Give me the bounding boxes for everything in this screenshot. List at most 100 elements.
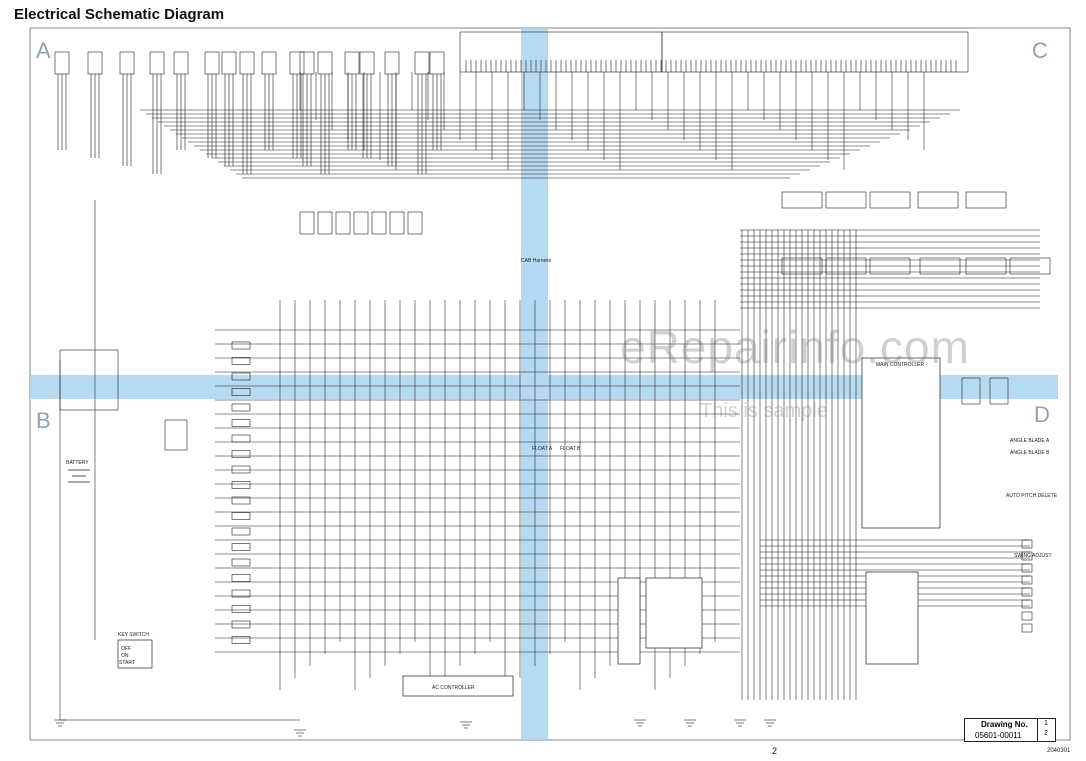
relay — [231, 496, 251, 505]
key-position-off: OFF — [121, 646, 131, 652]
connector-block — [919, 257, 961, 275]
page-number: 2 — [772, 746, 778, 756]
key-position-start: START — [119, 660, 135, 666]
top-connector — [173, 51, 189, 75]
battery-symbol — [68, 469, 90, 483]
top-connector — [261, 51, 277, 75]
sub-controller — [865, 571, 919, 665]
watermark: eRepairinfo.com — [620, 321, 970, 373]
relay-socket — [353, 211, 369, 235]
relay — [231, 450, 251, 458]
relay-socket — [389, 211, 405, 235]
connector-block — [825, 257, 867, 275]
top-connector — [359, 51, 375, 75]
top-connector — [119, 51, 135, 75]
connector-block — [1009, 257, 1051, 275]
top-connector — [344, 51, 360, 75]
ground-symbols — [54, 719, 776, 737]
relay-socket — [407, 211, 423, 235]
angle-blade-b-label: ANGLE BLADE B — [1010, 450, 1050, 456]
relay — [231, 465, 251, 474]
key-switch-box — [117, 639, 153, 669]
relay — [231, 341, 251, 350]
battery-label: BATTERY — [66, 460, 89, 466]
relay-socket — [317, 211, 333, 235]
relay-column — [59, 211, 423, 644]
top-connector — [204, 51, 220, 75]
top-connector — [414, 51, 430, 75]
float-a-label: FLOAT A — [532, 446, 553, 452]
top-connector — [239, 51, 255, 75]
valve-connector — [1021, 587, 1033, 597]
ac-controller-block — [402, 675, 514, 697]
valve-connector — [1021, 551, 1033, 561]
relay-socket — [299, 211, 315, 235]
relay — [231, 543, 251, 551]
zone-marker-c: C — [1032, 38, 1048, 63]
page-title: Electrical Schematic Diagram — [14, 6, 225, 23]
connector-block — [965, 191, 1007, 209]
connector-block — [869, 257, 911, 275]
relay — [231, 481, 251, 489]
relay — [231, 403, 251, 412]
top-connector — [429, 51, 445, 75]
relay — [231, 605, 251, 613]
right-connector-blocks — [781, 191, 1051, 633]
valve-connector — [1021, 623, 1033, 633]
top-connector — [87, 51, 103, 75]
relay — [231, 372, 251, 381]
top-connector — [221, 51, 237, 75]
connector-panel — [617, 577, 703, 665]
zone-marker-d: D — [1034, 402, 1050, 427]
relay-socket — [335, 211, 351, 235]
top-connector — [289, 51, 305, 75]
float-b-label: FLOAT B — [560, 446, 581, 452]
ac-controller-label: AC CONTROLLER — [432, 685, 475, 691]
sheet-number: 1 — [1044, 720, 1048, 727]
sheet-total: 2 — [1044, 730, 1048, 737]
valve-connector — [1021, 539, 1033, 549]
solenoid — [989, 377, 1009, 405]
key-switch-label: KEY SWITCH — [118, 632, 149, 638]
relay — [231, 558, 251, 567]
zone-marker-b: B — [36, 408, 51, 433]
connector-block — [781, 191, 823, 209]
top-connector — [149, 51, 165, 75]
fuse-holder — [164, 419, 188, 451]
zone-marker-a: A — [36, 38, 51, 63]
fuse-block-right — [661, 31, 969, 73]
main-controller — [861, 357, 941, 529]
valve-connector — [1021, 599, 1033, 609]
valve-connector — [1021, 575, 1033, 585]
top-connector — [54, 51, 70, 75]
auto-pitch-label: AUTO PITCH DELETE — [1006, 493, 1058, 499]
angle-blade-a-label: ANGLE BLADE A — [1010, 438, 1050, 444]
main-controller-label: MAIN CONTROLLER — [876, 362, 924, 368]
relay — [231, 357, 251, 365]
connector-block — [869, 191, 911, 209]
top-connector — [299, 51, 315, 75]
cab-harness-label: CAB Harness — [521, 258, 552, 264]
connector-block — [917, 191, 959, 209]
connector-block — [825, 191, 867, 209]
valve-connector — [1021, 611, 1033, 621]
document-reference: 2040301 — [1047, 748, 1071, 754]
sheet-indicator: 1 2 — [1037, 719, 1056, 741]
relay — [231, 527, 251, 536]
relay — [231, 620, 251, 629]
connector-block — [965, 257, 1007, 275]
top-connector-row — [54, 31, 969, 174]
relay — [231, 636, 251, 644]
drawing-number: 05601-00011 — [975, 731, 1022, 740]
top-connector — [317, 51, 333, 75]
solenoid — [961, 377, 981, 405]
relay — [231, 589, 251, 598]
relay-socket — [371, 211, 387, 235]
relay — [231, 574, 251, 582]
swing-adjust-label: SWING ADJUST — [1014, 553, 1052, 559]
top-connector — [384, 51, 400, 75]
title-block: Drawing No. 05601-00011 1 2 — [964, 718, 1056, 742]
watermark-sub: This is sample — [700, 400, 828, 422]
component-labels: KEY SWITCH OFF ON START BATTERY AC CONTR… — [66, 258, 1058, 691]
